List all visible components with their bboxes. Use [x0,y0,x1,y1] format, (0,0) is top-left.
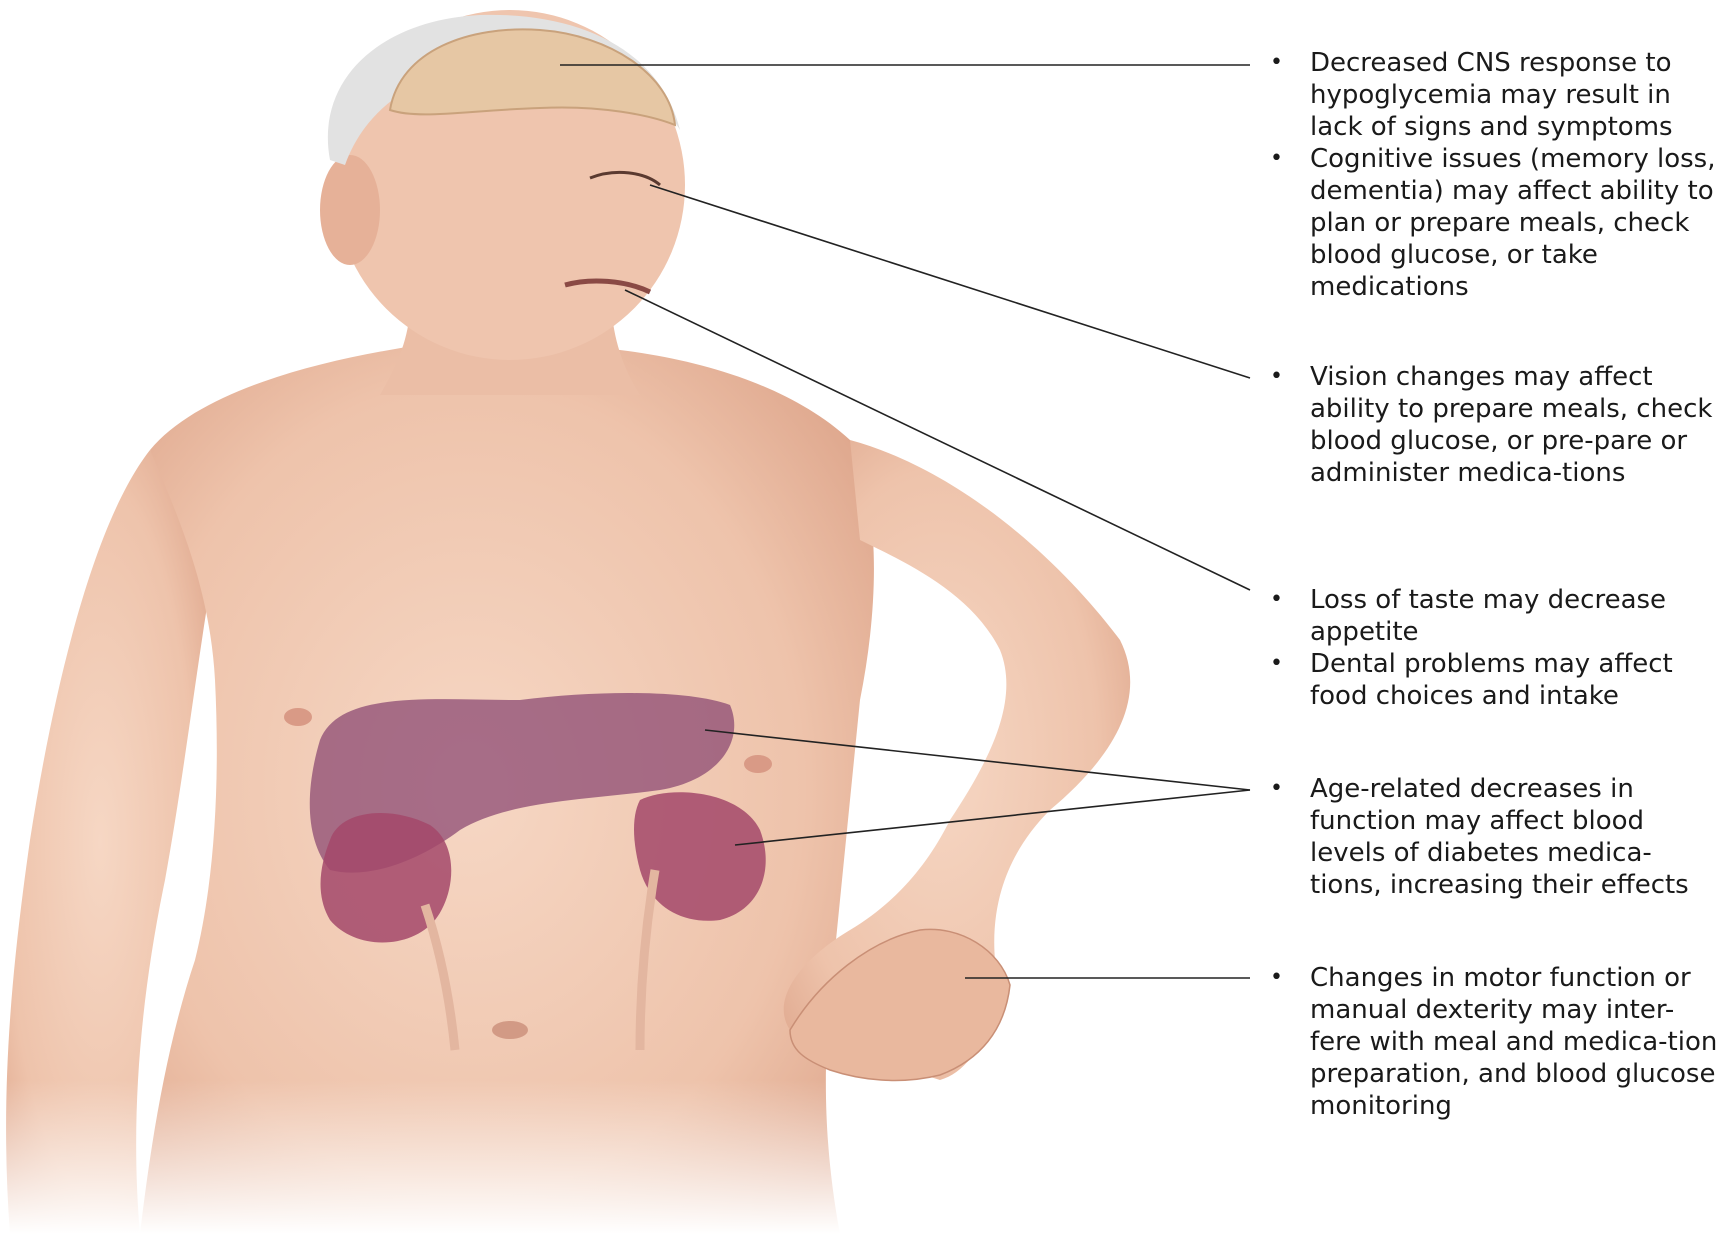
human-figure [0,10,1130,1234]
callout-bullet: Vision changes may affect ability to pre… [1270,361,1720,489]
bottom-fade [0,1080,1100,1234]
callout-bullet: Cognitive issues (memory loss, dementia)… [1270,143,1720,303]
leader-line-eyes [650,185,1250,378]
callout-bullet: Age-related decreases in function may af… [1270,773,1720,901]
callout-mouth: Loss of taste may decrease appetite Dent… [1270,584,1720,712]
left-nipple [744,755,772,773]
callout-bullet: Dental problems may affect food choices … [1270,648,1720,712]
callout-bullet: Decreased CNS response to hypoglycemia m… [1270,47,1720,143]
navel [492,1021,528,1039]
callout-hand: Changes in motor function or manual dext… [1270,962,1720,1122]
right-nipple [284,708,312,726]
callout-liver-kidneys: Age-related decreases in function may af… [1270,773,1720,901]
callout-bullet: Loss of taste may decrease appetite [1270,584,1720,648]
ear [320,155,380,265]
callout-vision: Vision changes may affect ability to pre… [1270,361,1720,489]
callout-bullet: Changes in motor function or manual dext… [1270,962,1720,1122]
callout-brain: Decreased CNS response to hypoglycemia m… [1270,47,1720,303]
